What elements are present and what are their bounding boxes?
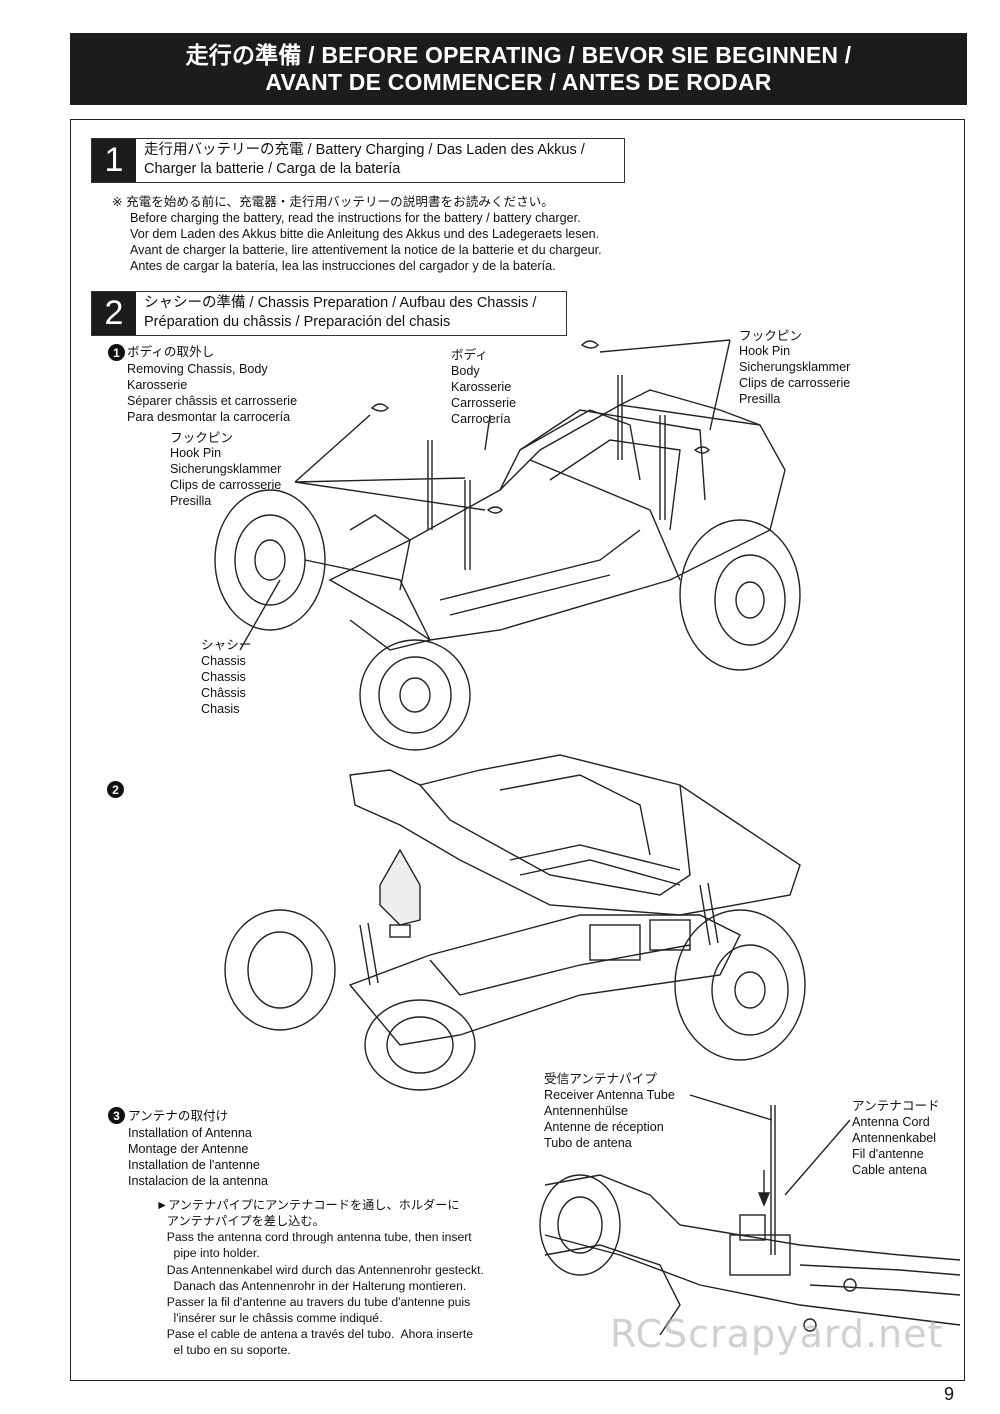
- substep-marker-1: 1: [108, 344, 125, 361]
- step-number: 1: [92, 139, 136, 182]
- instruction-line: l'insérer sur le châssis comme indiqué.: [160, 1311, 383, 1325]
- instruction-line: Pass the antenna cord through antenna tu…: [160, 1230, 472, 1244]
- label-line: Instalacion de la antenna: [128, 1174, 269, 1188]
- header-line-2: AVANT DE COMMENCER / ANTES DE RODAR: [265, 69, 772, 95]
- label-line: Cable antena: [852, 1163, 927, 1177]
- substep-marker-2: 2: [107, 781, 124, 798]
- step-title: 走行用バッテリーの充電 / Battery Charging / Das Lad…: [136, 139, 593, 182]
- label-line: Chasis: [201, 702, 240, 716]
- label-line: アンテナの取付け: [128, 1109, 229, 1123]
- step-title-line: Préparation du châssis / Preparación del…: [144, 314, 451, 330]
- charging-note-jp: ※ 充電を始める前に、充電器・走行用バッテリーの説明書をお読みください。: [112, 195, 554, 209]
- label-line: ボディの取外し: [127, 345, 215, 359]
- label-line: Montage der Antenne: [128, 1142, 249, 1156]
- instruction-line: pipe into holder.: [160, 1246, 260, 1260]
- label-line: Châssis: [201, 686, 246, 700]
- label-line: Antennenhülse: [544, 1104, 629, 1118]
- label-line: Clips de carrosserie: [170, 478, 282, 492]
- substep-marker-3: 3: [108, 1107, 125, 1124]
- label-line: Carrosserie: [451, 396, 517, 410]
- label-line: Installation of Antenna: [128, 1126, 252, 1140]
- instruction-line: ►アンテナパイプにアンテナコードを通し、ホルダーに: [156, 1198, 460, 1212]
- label-line: Sicherungsklammer: [739, 360, 851, 374]
- label-line: Carrocería: [451, 412, 511, 426]
- label-line: Receiver Antenna Tube: [544, 1088, 675, 1102]
- buggy-with-body-illustration: [214, 339, 801, 751]
- body-removed-illustration: [224, 754, 806, 1091]
- instruction-line: Danach das Antennenrohr in der Halterung…: [160, 1279, 467, 1293]
- label-line: Hook Pin: [739, 344, 791, 358]
- label-line: Antenne de réception: [544, 1120, 664, 1134]
- label-line: Para desmontar la carrocería: [127, 410, 291, 424]
- instruction-line: Das Antennenkabel wird durch das Antenne…: [160, 1263, 484, 1277]
- step-1-title-box: 1 走行用バッテリーの充電 / Battery Charging / Das L…: [91, 138, 625, 183]
- label-line: Hook Pin: [170, 446, 222, 460]
- instruction-line: アンテナパイプを差し込む。: [160, 1214, 325, 1228]
- label-line: Karosserie: [451, 380, 512, 394]
- label-line: Chassis: [201, 654, 246, 668]
- watermark-text: RCScrapyard.net: [610, 1312, 944, 1356]
- label-line: フックピン: [170, 431, 233, 445]
- page-number: 9: [944, 1384, 955, 1404]
- label-line: Antennenkabel: [852, 1131, 937, 1145]
- label-line: ボディ: [451, 348, 488, 362]
- step-title: シャシーの準備 / Chassis Preparation / Aufbau d…: [136, 292, 544, 335]
- label-line: Karosserie: [127, 378, 188, 392]
- page-header: 走行の準備 / BEFORE OPERATING / BEVOR SIE BEG…: [70, 33, 967, 105]
- label-line: Presilla: [170, 494, 212, 508]
- step-title-line: シャシーの準備 / Chassis Preparation / Aufbau d…: [144, 295, 537, 311]
- label-line: Tubo de antena: [544, 1136, 632, 1150]
- label-line: アンテナコード: [852, 1099, 940, 1113]
- label-line: Antenna Cord: [852, 1115, 930, 1129]
- label-line: 受信アンテナパイプ: [544, 1072, 657, 1086]
- content-frame: [70, 119, 965, 1381]
- antenna-detail-illustration: [539, 1094, 961, 1336]
- label-line: Chassis: [201, 670, 246, 684]
- charging-note-line: Antes de cargar la batería, lea las inst…: [130, 259, 556, 273]
- label-line: Séparer châssis et carrosserie: [127, 394, 298, 408]
- charging-note-line: Before charging the battery, read the in…: [130, 211, 581, 225]
- label-line: Fil d'antenne: [852, 1147, 924, 1161]
- label-line: Sicherungsklammer: [170, 462, 282, 476]
- charging-note-line: Avant de charger la batterie, lire atten…: [130, 243, 602, 257]
- label-line: フックピン: [739, 329, 802, 343]
- step-title-line: 走行用バッテリーの充電 / Battery Charging / Das Lad…: [144, 142, 585, 158]
- header-line-1: 走行の準備 / BEFORE OPERATING / BEVOR SIE BEG…: [185, 42, 852, 68]
- instruction-line: Pase el cable de antena a través del tub…: [160, 1327, 474, 1341]
- label-line: Installation de l'antenne: [128, 1158, 260, 1172]
- step-title-line: Charger la batterie / Carga de la baterí…: [144, 161, 401, 177]
- instruction-line: el tubo en su soporte.: [160, 1343, 291, 1357]
- instruction-line: Passer la fil d'antenne au travers du tu…: [160, 1295, 471, 1309]
- step-2-title-box: 2 シャシーの準備 / Chassis Preparation / Aufbau…: [91, 291, 567, 336]
- label-line: Body: [451, 364, 480, 378]
- label-line: Presilla: [739, 392, 781, 406]
- charging-note-line: Vor dem Laden des Akkus bitte die Anleit…: [130, 227, 600, 241]
- label-line: Removing Chassis, Body: [127, 362, 268, 376]
- step-number: 2: [92, 292, 136, 335]
- label-line: シャシー: [201, 638, 252, 652]
- label-line: Clips de carrosserie: [739, 376, 851, 390]
